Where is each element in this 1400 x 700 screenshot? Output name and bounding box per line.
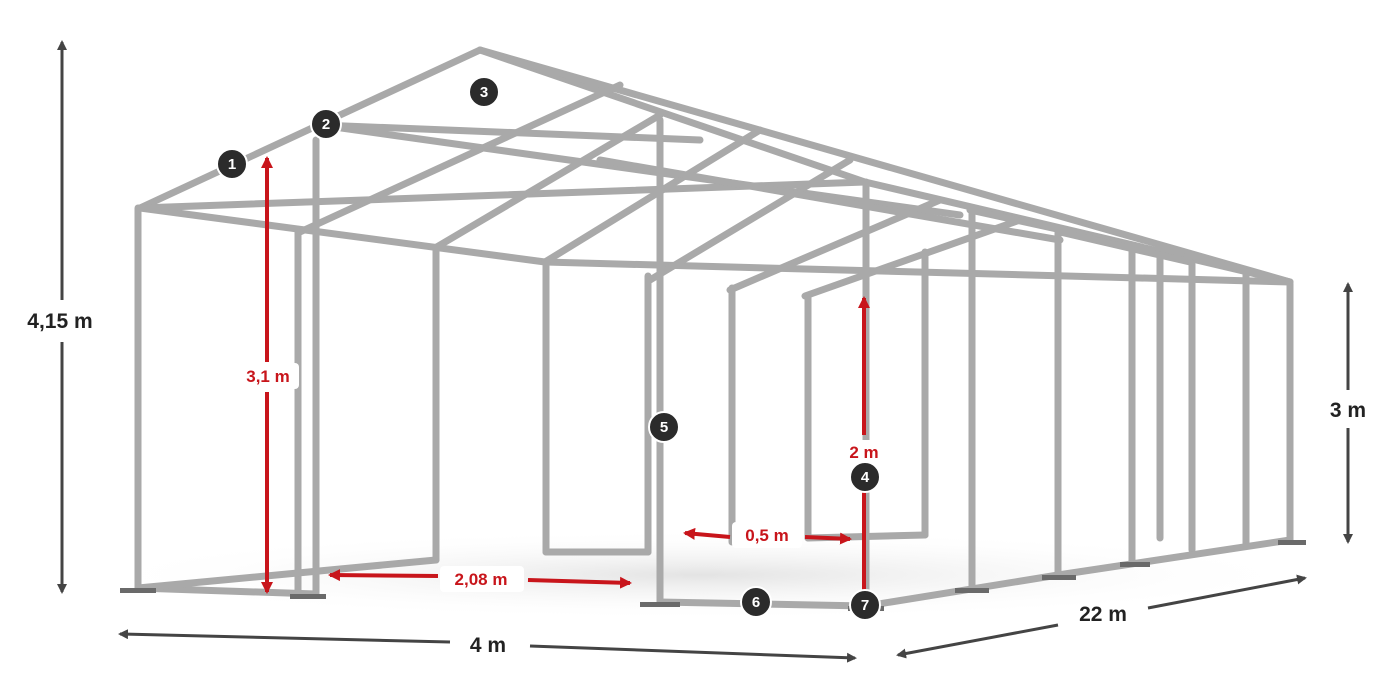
- red-dimension-arrows: [261, 156, 870, 606]
- badge-6: 6: [740, 586, 772, 618]
- spacing-arrow-left: [683, 527, 731, 540]
- width-arrow-left: [118, 629, 451, 644]
- badge-1: 1: [216, 148, 248, 180]
- length-label: 22 m: [1079, 603, 1127, 626]
- spacing-arrow-right: [804, 532, 852, 545]
- door-width-label: 2,08 m: [455, 570, 508, 589]
- svg-text:3: 3: [480, 84, 488, 101]
- badge-5: 5: [648, 411, 680, 443]
- tent-frame: [134, 46, 1294, 610]
- door-width-arrow-left: [328, 569, 439, 582]
- wall-height-label-bg: [237, 363, 299, 389]
- svg-text:2: 2: [322, 116, 330, 133]
- svg-text:4: 4: [861, 469, 870, 486]
- width-label: 4 m: [470, 634, 506, 657]
- wall-height-label: 3,1 m: [246, 367, 289, 386]
- door-height-label-bg: [842, 440, 886, 464]
- svg-text:5: 5: [660, 419, 668, 436]
- door-width-label-bg: [440, 566, 524, 592]
- svg-text:7: 7: [861, 597, 869, 614]
- side-height-label: 3 m: [1330, 399, 1366, 422]
- spacing-label-bg: [732, 522, 802, 548]
- door-height-label: 2 m: [849, 443, 878, 462]
- badge-7: 7: [849, 589, 881, 621]
- badge-2: 2: [310, 108, 342, 140]
- total-height-label: 4,15 m: [27, 310, 92, 333]
- floor-shadow: [80, 530, 1320, 620]
- length-arrow-left: [896, 623, 1059, 659]
- badge-3: 3: [468, 76, 500, 108]
- door-width-arrow-right: [527, 576, 632, 589]
- width-arrow-right: [529, 644, 857, 663]
- badge-4: 4: [849, 461, 881, 493]
- gray-dimension-arrows: [57, 40, 1353, 663]
- svg-text:1: 1: [228, 156, 236, 173]
- spacing-label: 0,5 m: [745, 526, 788, 545]
- svg-text:6: 6: [752, 594, 760, 611]
- length-arrow-right: [1147, 574, 1307, 610]
